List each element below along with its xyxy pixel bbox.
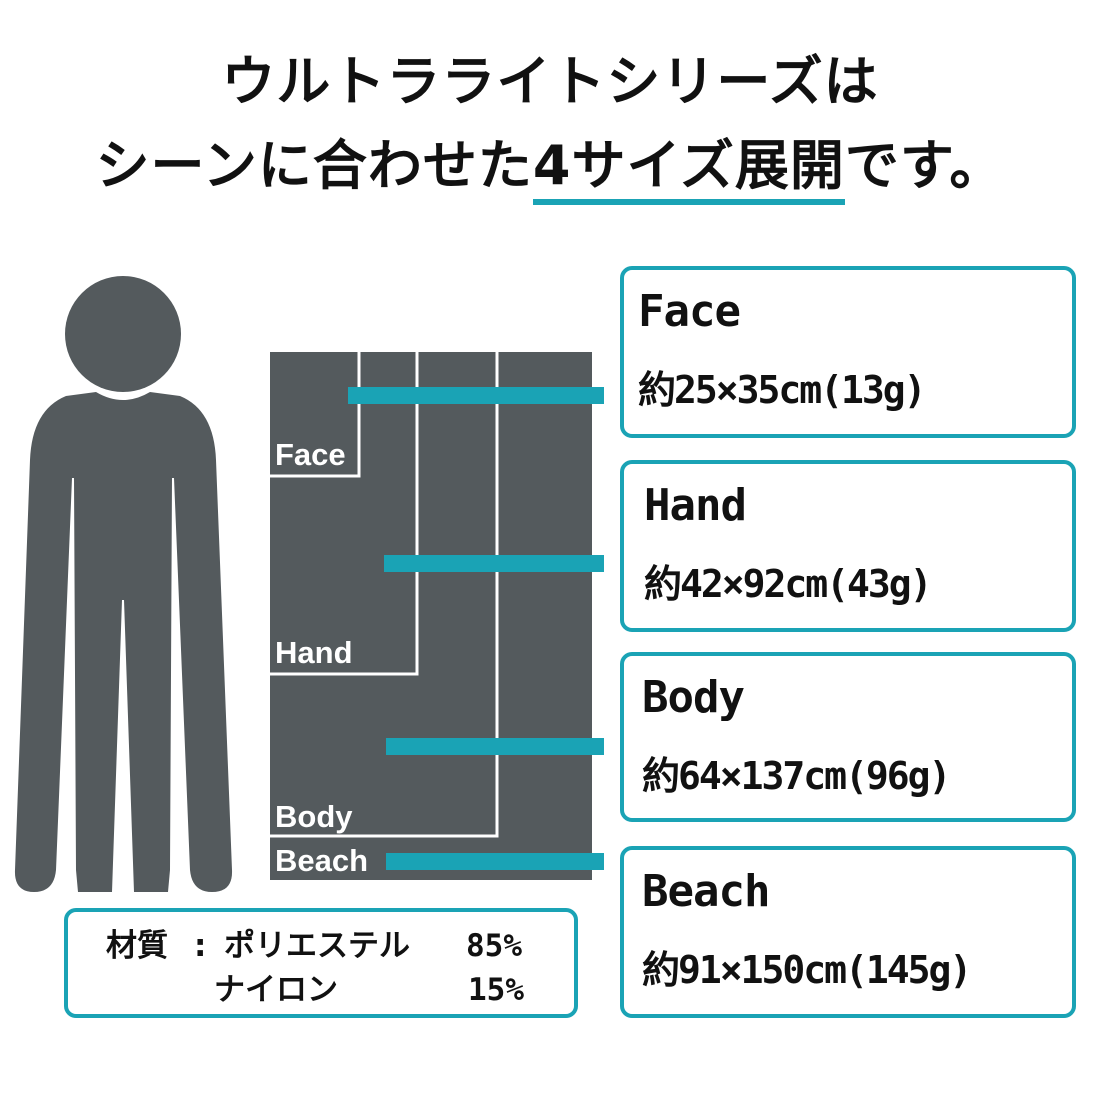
size-box-hand: Hand 約42×92cm(43g) xyxy=(620,460,1076,632)
connector-hand xyxy=(384,555,604,572)
size-dimensions: 約64×137cm(96g) xyxy=(642,754,951,798)
towel-label-hand: Hand xyxy=(275,635,353,670)
connector-body xyxy=(386,738,604,755)
size-dimensions: 約42×92cm(43g) xyxy=(644,562,933,606)
towel-stack xyxy=(270,352,592,880)
person-silhouette-icon xyxy=(14,276,233,892)
material-box: 材質 : ポリエステル 85% ナイロン 15% xyxy=(64,908,578,1018)
headline-line-2: シーンに合わせた4サイズ展開です。 xyxy=(0,126,1100,206)
size-box-beach: Beach 約91×150cm(145g) xyxy=(620,846,1076,1018)
size-dimensions: 約25×35cm(13g) xyxy=(638,368,927,412)
material-name-2: ナイロン xyxy=(214,972,338,1008)
size-name: Hand xyxy=(644,480,747,531)
connectors xyxy=(348,387,604,870)
towel-body-outline xyxy=(270,352,499,838)
material-separator: : xyxy=(194,928,207,964)
connector-face xyxy=(348,387,604,404)
material-percent-1: 85% xyxy=(466,928,522,964)
size-box-face: Face 約25×35cm(13g) xyxy=(620,266,1076,438)
towel-label-beach: Beach xyxy=(275,843,369,878)
material-label: 材質 xyxy=(106,928,168,964)
headline-post: です。 xyxy=(844,134,1005,197)
headline-line-1: ウルトラライトシリーズは xyxy=(221,50,879,113)
towel-hand-outline xyxy=(270,352,419,676)
headline-pre: シーンに合わせた xyxy=(95,134,533,197)
size-dimensions: 約91×150cm(145g) xyxy=(642,948,972,992)
towel-beach xyxy=(270,352,592,880)
size-name: Face xyxy=(638,286,741,337)
size-name: Beach xyxy=(642,866,770,917)
size-name: Body xyxy=(642,672,745,723)
headline-highlight: 4サイズ展開 xyxy=(532,134,845,205)
material-percent-2: 15% xyxy=(468,972,524,1008)
towel-label-face: Face xyxy=(275,437,346,472)
connector-beach xyxy=(386,853,604,870)
towel-label-body: Body xyxy=(275,799,353,834)
size-box-body: Body 約64×137cm(96g) xyxy=(620,652,1076,822)
material-name-1: ポリエステル xyxy=(224,928,410,964)
